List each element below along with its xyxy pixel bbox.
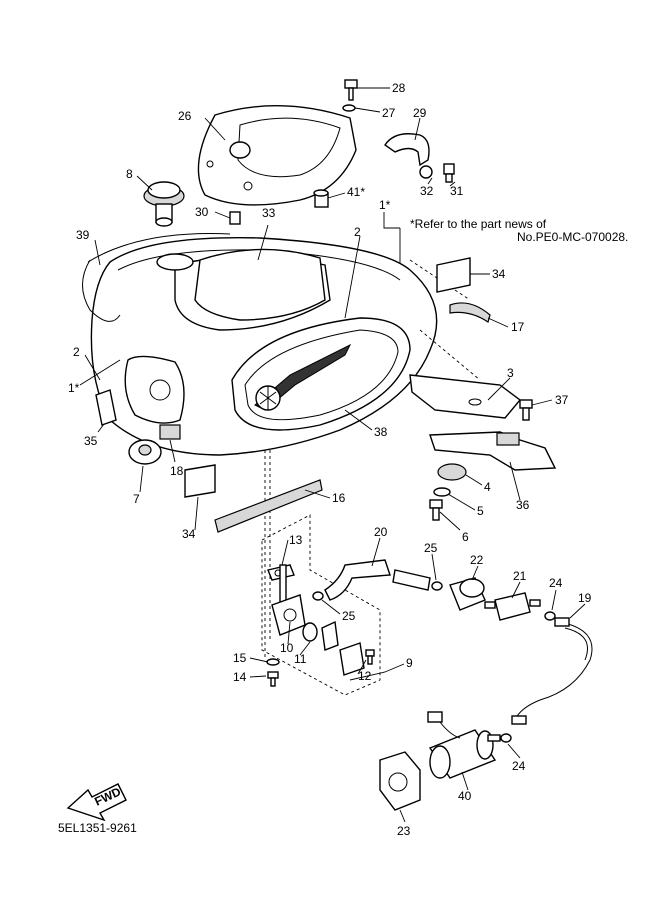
callout-25-right: 25 [424,541,438,555]
callout-39: 39 [76,228,90,242]
tank-top-cover [197,105,357,206]
washer-15 [266,658,280,666]
collar-41 [313,189,329,208]
filter-22 [449,577,486,611]
o-ring-11 [302,622,318,642]
diagram-code: 5EL1351-9261 [58,821,137,835]
callout-34-left: 34 [182,527,196,541]
fwd-arrow-icon: FWD [66,783,127,822]
callout-24-bottom: 24 [512,759,526,773]
callout-2-top: 2 [354,225,361,239]
bracket-3 [409,374,522,419]
callout-26: 26 [178,109,192,123]
clamp-24-upper [544,611,556,621]
bolt-6 [429,499,443,521]
fuel-filter-21 [484,592,541,621]
callout-18: 18 [170,464,184,478]
washer-5 [433,487,451,497]
panel-33 [194,248,326,321]
bracket-23 [379,751,421,811]
callout-15: 15 [233,651,247,665]
callout-34-right: 34 [492,267,506,281]
clamp-25-left [312,591,324,601]
callout-28: 28 [392,81,406,95]
callout-23: 23 [397,824,411,838]
callout-17: 17 [511,320,525,334]
callout-25-left: 25 [342,609,356,623]
plate-12 [339,642,365,676]
label-34-left [184,464,216,498]
callout-27: 27 [382,106,396,120]
washer-32 [419,165,433,179]
bolt-37 [519,399,533,421]
callout-38: 38 [374,425,388,439]
callout-22: 22 [470,553,484,567]
damper-4 [437,463,467,481]
screw-12 [365,649,375,665]
lever-11 [321,620,339,651]
label-34-right [436,257,471,293]
callout-labels: 28 27 26 29 8 30 41* 32 31 33 1* *Refer … [58,81,628,838]
callout-12: 12 [358,669,372,683]
gasket-39 [82,233,231,322]
clamp-24-lower [500,733,512,743]
hose-20b [392,569,431,591]
callout-33: 33 [262,206,276,220]
bolt-28 [344,79,358,101]
callout-14: 14 [233,670,247,684]
strip-17 [449,302,491,323]
callout-11: 11 [294,652,307,666]
callout-40: 40 [458,789,472,803]
hose-19 [514,621,593,721]
callout-13: 13 [289,533,303,547]
callout-6: 6 [462,530,469,544]
strip-16 [214,479,323,533]
callout-1-top: 1* [379,198,391,212]
callout-7: 7 [133,492,140,506]
callout-35: 35 [84,434,98,448]
callout-4: 4 [484,480,491,494]
washer-27 [342,104,356,112]
bracket-29 [384,133,430,167]
callout-8: 8 [126,167,133,181]
screw-14 [267,671,279,687]
callout-3: 3 [507,366,514,380]
callout-32: 32 [420,184,434,198]
clamp-25-right [431,581,443,591]
callout-20: 20 [374,525,388,539]
pad-18 [159,424,181,440]
fuel-pump-40 [427,711,501,779]
callout-5: 5 [477,504,484,518]
callout-30: 30 [195,205,209,219]
note-line-2: No.PE0-MC-070028. [517,230,628,244]
callout-24-top: 24 [549,576,563,590]
leader-lines [79,87,586,823]
callout-2-left: 2 [73,345,80,359]
callout-10: 10 [280,641,294,655]
callout-1-left: 1* [68,381,80,395]
callout-29: 29 [413,106,427,120]
callout-31: 31 [450,184,464,198]
hose-20 [324,559,391,601]
fuel-cap-8 [143,181,185,227]
callout-16: 16 [332,491,346,505]
callout-37: 37 [555,393,569,407]
clip-30 [229,211,241,225]
callout-41: 41* [347,185,365,199]
damper-35 [95,389,117,426]
grommet-7 [128,439,162,465]
callout-36: 36 [516,498,530,512]
callout-21: 21 [513,569,527,583]
callout-9: 9 [406,656,413,670]
callout-19: 19 [578,591,592,605]
note-line-1: *Refer to the part news of [410,217,547,231]
bolt-31 [443,163,455,183]
